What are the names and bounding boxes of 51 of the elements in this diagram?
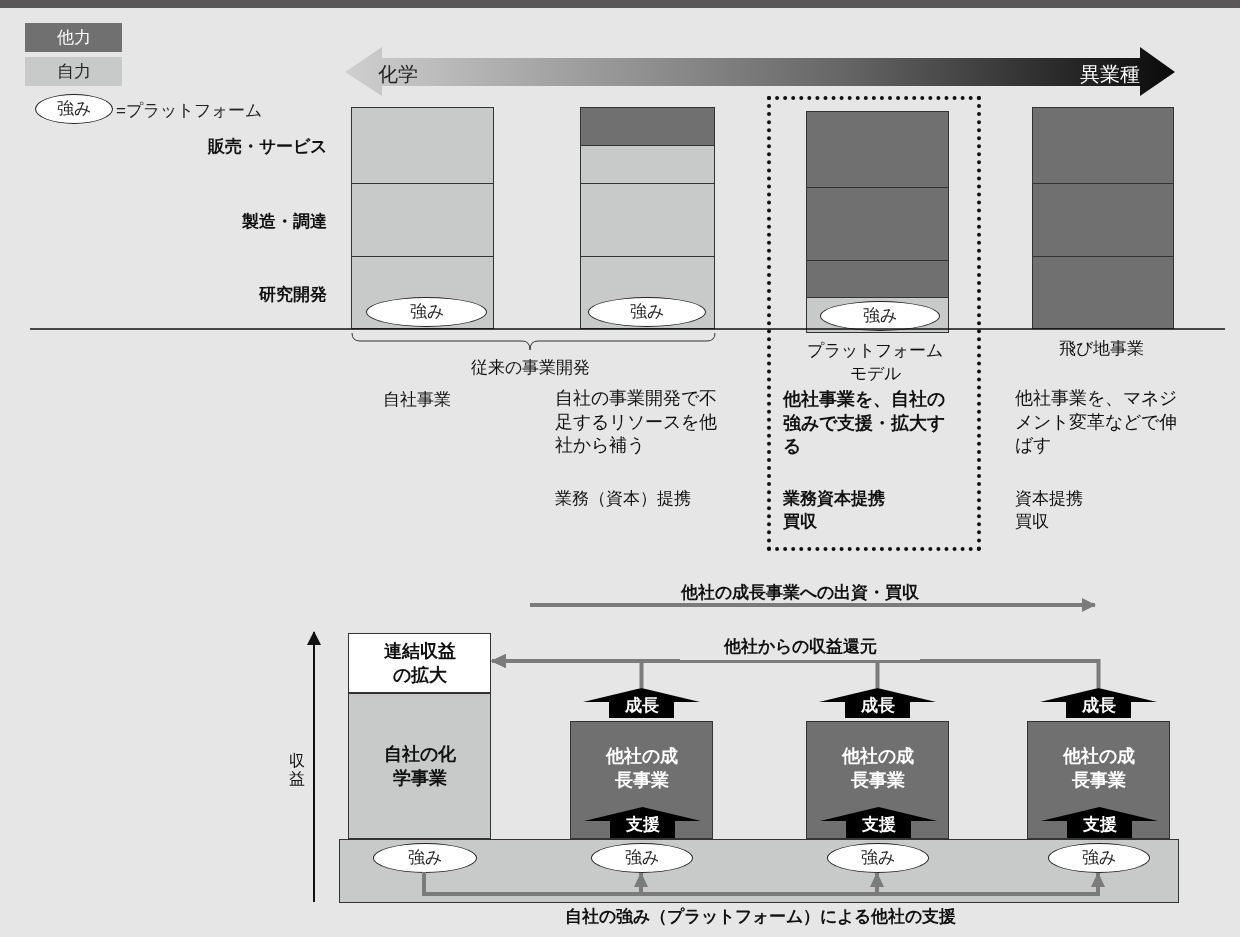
up-arrow: 支援 xyxy=(1041,807,1158,838)
deal-type: 業務（資本）提携 xyxy=(555,488,692,510)
stacked-bar xyxy=(1032,107,1174,329)
group-label: 従来の事業開発 xyxy=(469,357,591,379)
growth-business-box: 他社の成長事業 支援 xyxy=(1027,721,1170,839)
strength-oval: 強み xyxy=(588,297,706,327)
stacked-bar xyxy=(351,107,494,329)
legend-swatch: 自力 xyxy=(25,57,122,86)
band-caption: 自社の強み（プラットフォーム）による他社の支援 xyxy=(563,906,957,928)
up-arrow: 成長 xyxy=(1040,688,1157,718)
deal-type: 資本提携 xyxy=(1015,488,1084,510)
platform-band xyxy=(339,839,1179,903)
growth-business-box: 他社の成長事業 支援 xyxy=(570,721,713,839)
strength-oval: 強み xyxy=(820,301,940,331)
column-description: 自社の事業開発で不足するリソースを他社から補う xyxy=(555,387,718,458)
business-box: 自社の化学事業 xyxy=(348,693,491,839)
axis-end-label: 異業種 xyxy=(1079,62,1140,87)
row-label: 研究開発 xyxy=(258,284,327,306)
deal-type: 買収 xyxy=(783,511,818,533)
legend-note: =プラットフォーム xyxy=(116,100,262,122)
up-arrow: 成長 xyxy=(583,688,700,718)
up-arrow: 支援 xyxy=(820,807,937,838)
column-description: 他社事業を、マネジメント変革などで伸ばす xyxy=(1015,387,1178,458)
axis-end-label: 化学 xyxy=(378,62,419,87)
strength-oval: 強み xyxy=(827,843,929,873)
column-description: 自社事業 xyxy=(383,389,452,411)
growth-business-box: 他社の成長事業 支援 xyxy=(806,721,949,839)
connector-arrow xyxy=(422,872,1105,896)
model-title: プラットフォームモデル xyxy=(806,340,944,385)
stacked-bar xyxy=(806,111,949,333)
revenue-box: 連結収益の拡大 xyxy=(348,633,491,693)
deal-type: 買収 xyxy=(1015,511,1050,533)
strength-oval: 強み xyxy=(373,843,477,873)
strength-oval: 強み xyxy=(366,297,487,327)
stacked-bar xyxy=(580,107,715,329)
legend-swatch: 他力 xyxy=(25,23,122,52)
edge-label: 他社からの収益還元 xyxy=(680,634,920,660)
row-label: 販売・サービス xyxy=(206,136,327,158)
row-label: 製造・調達 xyxy=(241,211,327,233)
axis-label: 収益 xyxy=(289,752,306,788)
flow-label: 他社の成長事業への出資・買収 xyxy=(680,582,920,604)
connector-arrow xyxy=(491,654,1101,688)
dotted-frame xyxy=(767,96,981,551)
strength-oval: 強み xyxy=(591,843,693,873)
model-description: 他社事業を、自社の強みで支援・拡大する xyxy=(783,388,946,459)
up-arrow: 支援 xyxy=(584,807,701,838)
strength-oval: 強み xyxy=(35,94,113,124)
up-arrow: 成長 xyxy=(819,688,936,718)
deal-type: 業務資本提携 xyxy=(783,488,886,510)
column-title: 飛び地事業 xyxy=(1057,338,1145,360)
strength-oval: 強み xyxy=(1048,843,1150,873)
